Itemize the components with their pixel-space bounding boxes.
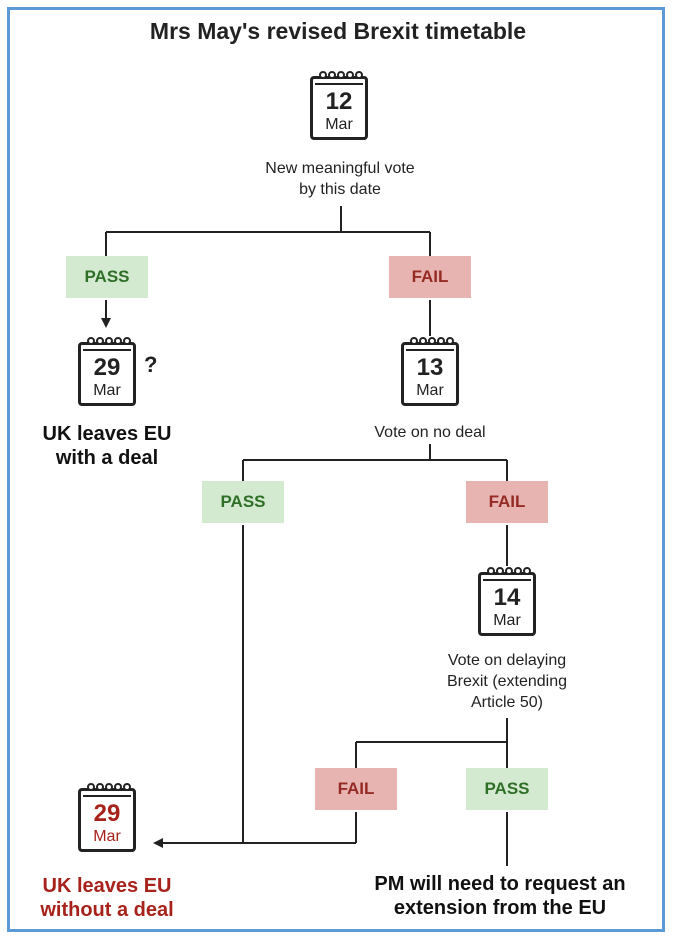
no-deal-outcome-text: UK leaves EU without a deal (12, 874, 202, 922)
deal-outcome-text: UK leaves EU with a deal (12, 422, 202, 470)
step2-caption: Vote on no deal (374, 424, 486, 441)
calendar-icon-deal: 29 Mar (78, 337, 136, 406)
step2-fail-box: FAIL (466, 481, 548, 523)
calendar-icon-step2: 13 Mar (401, 337, 459, 406)
deal-month: Mar (93, 382, 121, 399)
step1-caption: New meaningful vote by this date (200, 158, 480, 200)
deal-question-mark: ? (144, 352, 158, 377)
calendar-icon-step1: 12 Mar (310, 71, 368, 140)
deal-day: 29 (93, 354, 121, 381)
step1-month: Mar (325, 116, 353, 133)
calendar-icon-step3: 14 Mar (478, 567, 536, 636)
extension-outcome-text: PM will need to request an extension fro… (340, 872, 660, 920)
step2-day: 13 (416, 354, 444, 381)
step3-pass-box: PASS (466, 768, 548, 810)
step3-fail-box: FAIL (315, 768, 397, 810)
deal-outcome-line2: with a deal (55, 447, 159, 469)
diagram-title: Mrs May's revised Brexit timetable (149, 18, 527, 44)
step3-day: 14 (493, 584, 521, 611)
step2-month: Mar (416, 382, 444, 399)
step3-caption: Vote on delaying Brexit (extending Artic… (407, 650, 607, 713)
no-deal-day: 29 (93, 800, 121, 827)
step1-day: 12 (325, 88, 353, 115)
no-deal-month: Mar (93, 828, 121, 845)
step1-pass-box: PASS (66, 256, 148, 298)
step1-fail-box: FAIL (389, 256, 471, 298)
step3-caption-line2: Brexit (extending (446, 673, 568, 690)
step3-caption-line3: Article 50) (470, 694, 544, 711)
deal-outcome-line1: UK leaves EU (42, 423, 172, 445)
calendar-icon-no-deal: 29 Mar (78, 783, 136, 852)
step3-caption-line1: Vote on delaying (447, 652, 567, 669)
extension-outcome-line1: PM will need to request an (374, 873, 626, 895)
diagram-frame (7, 7, 665, 932)
no-deal-outcome-line2: without a deal (40, 899, 174, 921)
step1-caption-line2: by this date (299, 181, 381, 198)
extension-outcome-line2: extension from the EU (393, 897, 607, 919)
step1-caption-line1: New meaningful vote (265, 160, 415, 177)
step3-month: Mar (493, 612, 521, 629)
no-deal-outcome-line1: UK leaves EU (42, 875, 172, 897)
step2-pass-box: PASS (202, 481, 284, 523)
